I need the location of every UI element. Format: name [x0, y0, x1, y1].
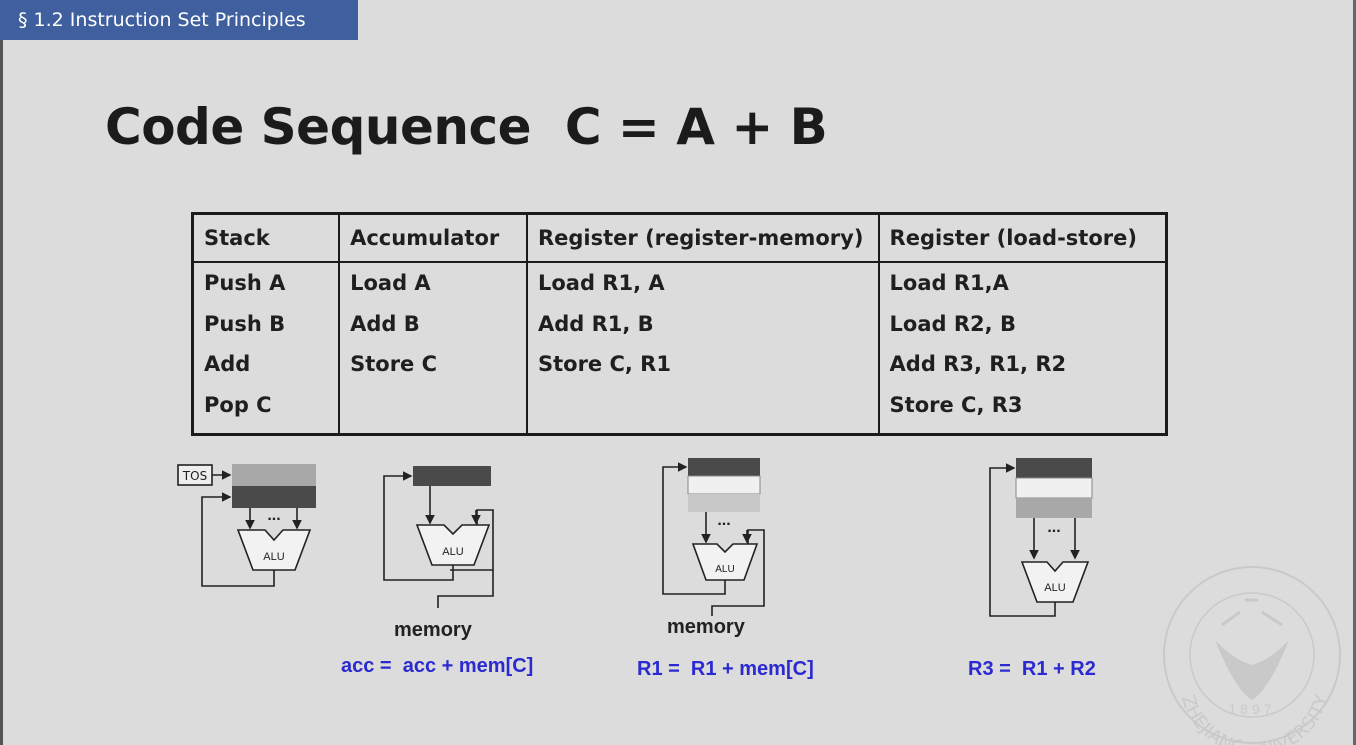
tos-label: TOS: [182, 469, 207, 483]
code-line: Push A: [204, 271, 286, 295]
left-border: [0, 0, 3, 745]
alu-label: ALU: [263, 551, 284, 563]
register-memory-formula: R1 = R1 + mem[C]: [637, 658, 814, 680]
memory-label-register-memory: memory: [667, 616, 745, 638]
ellipsis-icon: ...: [1047, 519, 1060, 536]
code-line: Load R1,A: [889, 271, 1009, 295]
code-line: Load R2, B: [889, 311, 1016, 336]
column-header-stack: Stack: [191, 212, 341, 263]
code-line: Push B: [204, 311, 286, 336]
column-header-load-store: Register (load-store): [877, 212, 1168, 263]
code-line: Add R1, B: [537, 311, 654, 336]
register-memory-code-cell: Load R1, A Add R1, B Store C, R1: [525, 261, 880, 436]
code-line: Add R3, R1, R2: [889, 352, 1067, 376]
code-line: Load R1, A: [537, 271, 665, 295]
memory-label-accumulator: memory: [394, 619, 472, 641]
university-seal-watermark: ZHEJIANG UNIVERSITY 1897: [1163, 566, 1341, 745]
column-header-accumulator: Accumulator: [338, 212, 528, 263]
seal-year: 1897: [1228, 701, 1275, 717]
code-line: Load A: [350, 271, 431, 295]
ellipsis-icon: ...: [717, 512, 730, 529]
code-line: Store C, R3: [889, 392, 1023, 417]
code-line: Pop C: [204, 392, 272, 417]
seal-text: ZHEJIANG UNIVERSITY: [1177, 692, 1333, 745]
code-line: Store C: [350, 352, 438, 376]
register-slot: [687, 475, 761, 495]
alu-icon: [415, 524, 491, 566]
svg-text:ZHEJIANG UNIVERSITY: ZHEJIANG UNIVERSITY: [1177, 692, 1333, 745]
accumulator-register: [413, 466, 491, 486]
load-store-code-cell: Load R1,A Load R2, B Add R3, R1, R2 Stor…: [877, 261, 1168, 436]
accumulator-formula: acc = acc + mem[C]: [341, 655, 534, 677]
alu-label: ALU: [1044, 582, 1065, 594]
load-store-formula: R3 = R1 + R2: [968, 658, 1096, 680]
table-body-row: Push A Push B Add Pop C Load A Add B Sto…: [191, 261, 1168, 436]
alu-label: ALU: [442, 546, 463, 558]
stack-slot: [232, 464, 316, 486]
code-line: Add: [204, 352, 251, 376]
alu-label: ALU: [715, 564, 734, 575]
right-border: [1353, 0, 1356, 745]
section-header: § 1.2 Instruction Set Principles: [0, 0, 358, 40]
register-slot: [1016, 458, 1092, 478]
stack-diagram: TOS ... ALU: [177, 464, 316, 587]
register-memory-diagram: ... ALU: [662, 458, 765, 616]
column-header-register-memory: Register (register-memory): [525, 212, 880, 263]
stack-code-cell: Push A Push B Add Pop C: [191, 261, 341, 436]
code-line: Store C, R1: [537, 352, 671, 376]
accumulator-code-cell: Load A Add B Store C: [338, 261, 528, 436]
ellipsis-icon: ...: [267, 507, 280, 524]
accumulator-diagram: ALU: [383, 466, 494, 608]
register-slot: [688, 458, 760, 476]
table-header-row: Stack Accumulator Register (register-mem…: [191, 212, 1168, 263]
alu-icon: [1020, 561, 1090, 603]
register-slot: [1016, 498, 1092, 518]
alu-icon: [691, 543, 759, 581]
register-slot: [1015, 477, 1093, 499]
slide-title: Code Sequence C = A + B: [105, 98, 828, 156]
load-store-diagram: ... ALU: [989, 458, 1093, 617]
alu-icon: [236, 529, 312, 571]
stack-slot: [232, 486, 316, 508]
code-sequence-table: Stack Accumulator Register (register-mem…: [191, 212, 1168, 436]
register-slot: [688, 494, 760, 512]
code-line: Add B: [350, 311, 420, 336]
